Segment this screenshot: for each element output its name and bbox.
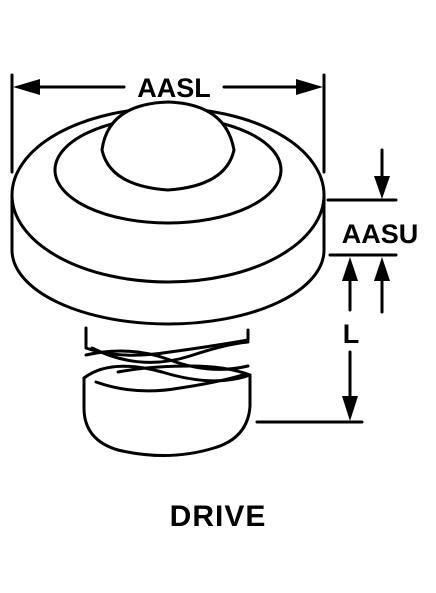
shank-lower <box>82 364 252 457</box>
aasl-arrow-right-icon <box>296 79 323 95</box>
head-dome <box>100 100 236 192</box>
aasl-label: AASL <box>137 73 211 103</box>
figure-caption: DRIVE <box>169 500 267 533</box>
aasu-label: AASU <box>342 219 419 249</box>
l-arrow-down-icon <box>342 396 358 421</box>
aasu-arrow-up-icon <box>374 257 390 281</box>
l-arrow-up-icon <box>342 257 358 281</box>
l-label: L <box>343 319 360 349</box>
aasl-arrow-left-icon <box>13 79 40 95</box>
shank-upper <box>84 326 250 371</box>
aasu-arrow-down-icon <box>374 176 390 199</box>
